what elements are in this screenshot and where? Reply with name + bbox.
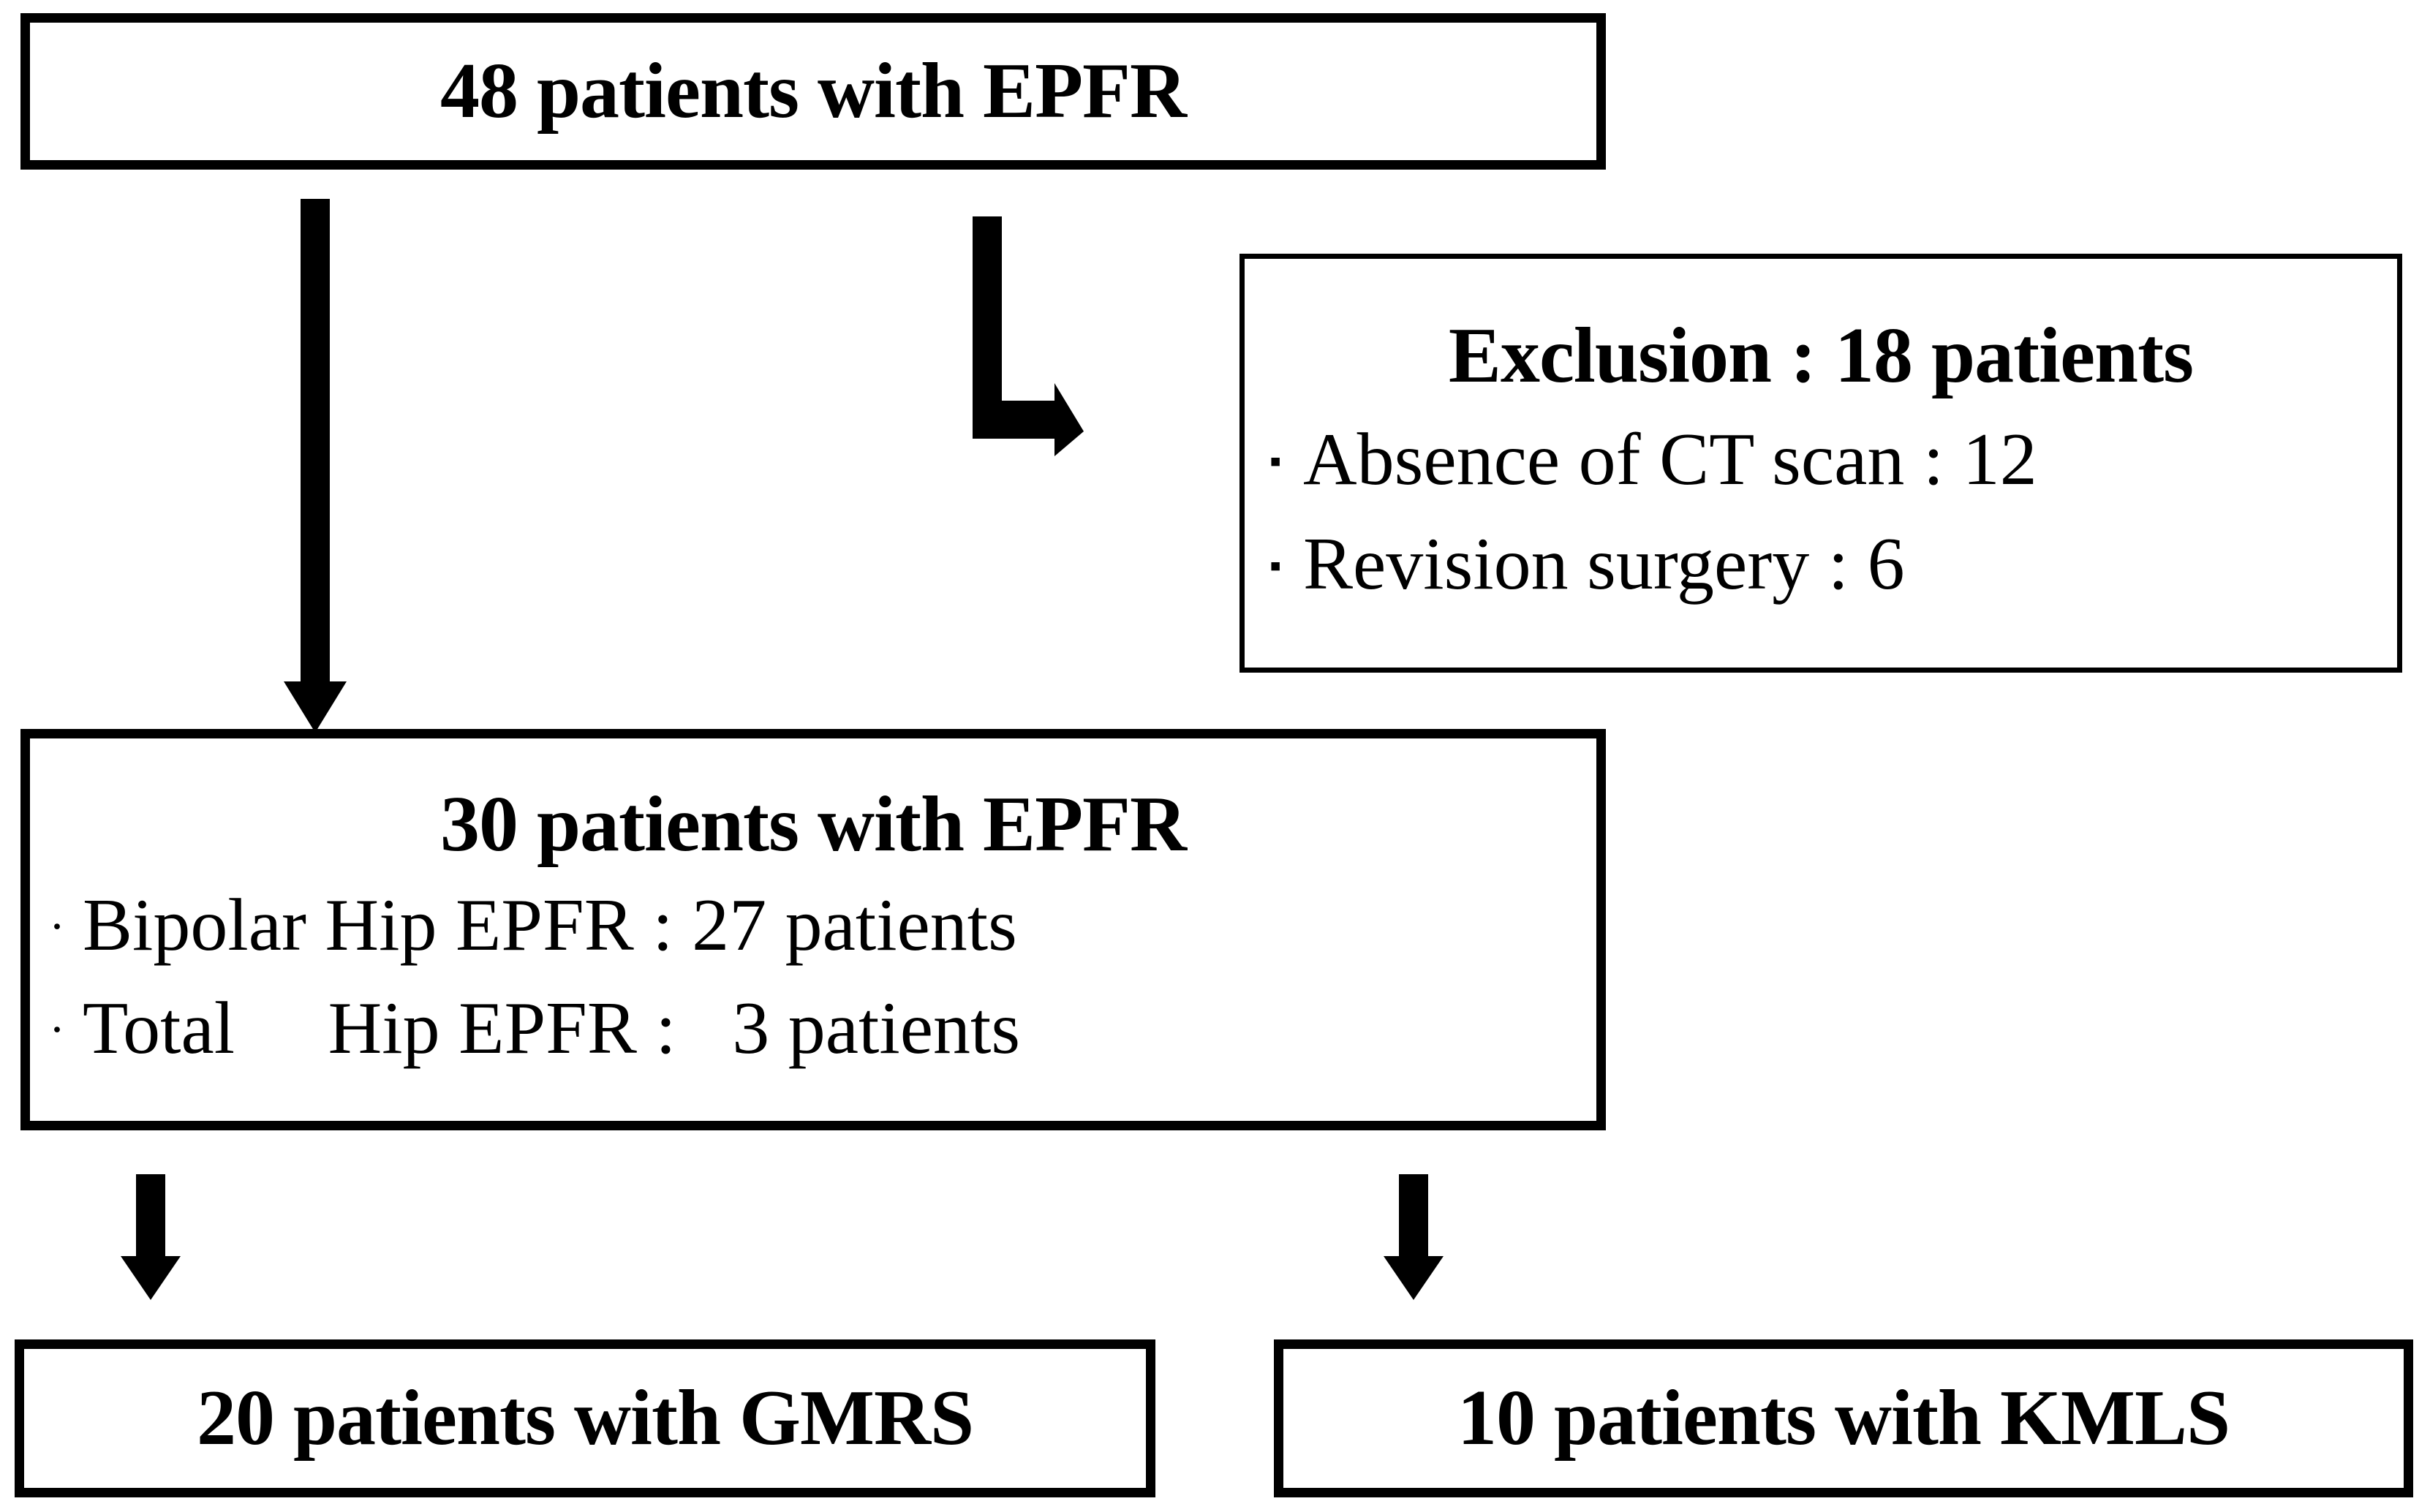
edge-enrolled-to-included-arrow — [284, 199, 347, 733]
edge-included-to-gmrs-arrow — [121, 1174, 181, 1300]
included-item-label: Total Hip EPFR : 3 patients — [83, 986, 1021, 1070]
down-arrow-icon — [121, 1174, 181, 1300]
node-kmls-box: 10 patients with KMLS — [1274, 1339, 2413, 1497]
node-gmrs-title: 20 patients with GMRS — [196, 1374, 974, 1462]
node-enrolled-box: 48 patients with EPFR — [20, 13, 1606, 170]
dot-bullet-icon: · — [49, 1002, 65, 1056]
down-arrow-icon — [284, 199, 347, 733]
square-bullet-icon: ▪ — [1269, 442, 1282, 480]
list-item: · Bipolar Hip EPFR : 27 patients — [49, 877, 1577, 975]
node-exclusion-item-list: ▪ Absence of CT scan : 12 ▪ Revision sur… — [1269, 412, 2372, 613]
node-gmrs-box: 20 patients with GMRS — [15, 1339, 1155, 1497]
included-item-label: Bipolar Hip EPFR : 27 patients — [83, 884, 1017, 967]
elbow-right-arrow-icon — [973, 216, 1084, 456]
node-included-title: 30 patients with EPFR — [439, 780, 1187, 868]
list-item: ▪ Revision surgery : 6 — [1269, 516, 2372, 613]
node-exclusion-title: Exclusion : 18 patients — [1448, 311, 2194, 399]
node-included-item-list: · Bipolar Hip EPFR : 27 patients · Total… — [49, 877, 1577, 1077]
list-item: · Total Hip EPFR : 3 patients — [49, 980, 1577, 1078]
exclusion-item-label: Absence of CT scan : 12 — [1303, 418, 2037, 502]
edge-included-to-kmls-arrow — [1384, 1174, 1444, 1300]
dot-bullet-icon: · — [49, 900, 65, 954]
node-enrolled-title: 48 patients with EPFR — [439, 47, 1187, 135]
node-exclusion-box: Exclusion : 18 patients ▪ Absence of CT … — [1239, 254, 2402, 673]
list-item: ▪ Absence of CT scan : 12 — [1269, 412, 2372, 509]
down-arrow-icon — [1384, 1174, 1444, 1300]
node-included-box: 30 patients with EPFR · Bipolar Hip EPFR… — [20, 729, 1606, 1130]
exclusion-item-label: Revision surgery : 6 — [1303, 522, 1905, 605]
square-bullet-icon: ▪ — [1269, 546, 1282, 584]
edge-enrolled-to-exclusion-arrow — [973, 216, 1084, 456]
node-kmls-title: 10 patients with KMLS — [1457, 1374, 2230, 1462]
